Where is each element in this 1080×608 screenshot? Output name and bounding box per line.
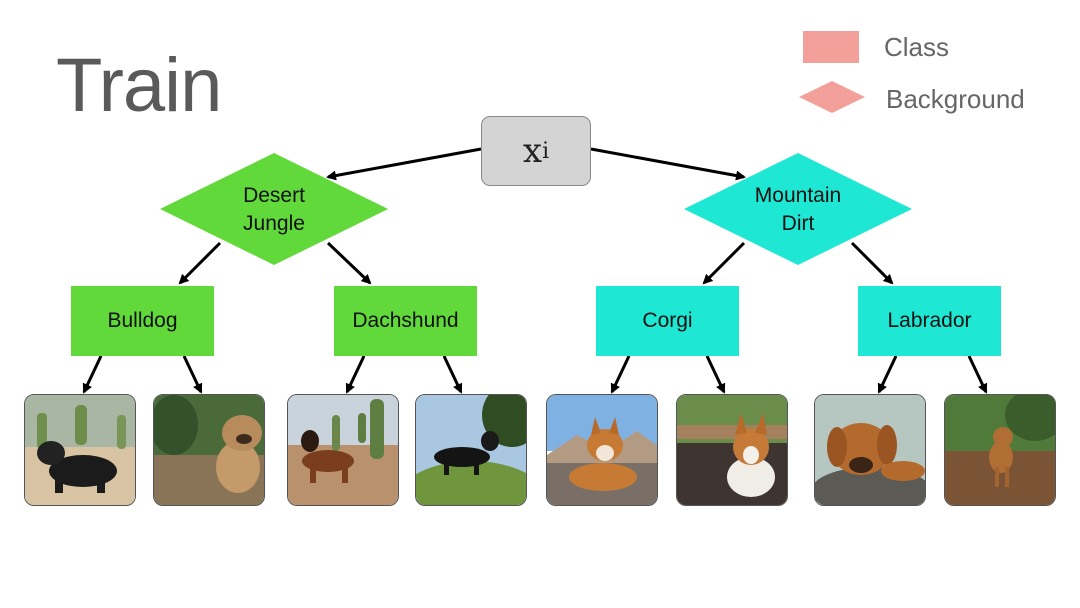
image-dachshund-jungle xyxy=(415,394,527,506)
root-subscript: i xyxy=(542,138,550,164)
image-labrador-mountain xyxy=(814,394,926,506)
arrow-class1-to-image-1 xyxy=(82,355,103,394)
root-variable: x xyxy=(522,131,543,171)
legend-background-label: Background xyxy=(886,84,1025,114)
arrow-class2-to-image-4 xyxy=(442,355,463,394)
image-corgi-mountain xyxy=(546,394,658,506)
legend-background-swatch xyxy=(799,81,865,113)
image-corgi-dirt xyxy=(676,394,788,506)
arrow-root-to-bg-1 xyxy=(326,147,482,181)
arrow-class4-to-image-7 xyxy=(877,355,898,394)
arrow-class3-to-image-5 xyxy=(610,355,631,394)
background-node-2-line-1: Mountain xyxy=(754,184,842,207)
background-node-1-shape xyxy=(160,153,388,265)
class-node-bulldog: Bulldog xyxy=(71,286,214,356)
arrow-bg1-to-class-2 xyxy=(326,241,372,285)
legend-class-swatch xyxy=(803,31,859,63)
class-node-dachshund: Dachshund xyxy=(334,286,477,356)
background-node-2-line-2: Dirt xyxy=(781,212,815,235)
background-node-1-line-2: Jungle xyxy=(243,212,305,235)
image-dachshund-desert xyxy=(287,394,399,506)
arrow-class2-to-image-3 xyxy=(345,355,366,394)
image-labrador-dirt xyxy=(944,394,1056,506)
image-bulldog-desert xyxy=(24,394,136,506)
arrow-class1-to-image-2 xyxy=(182,355,203,394)
arrow-class4-to-image-8 xyxy=(967,355,988,394)
background-node-1-line-1: Desert xyxy=(243,184,305,207)
arrow-root-to-bg-2 xyxy=(590,147,746,181)
page-title: Train xyxy=(56,43,222,128)
background-node-1-label: Desert Jungle xyxy=(214,182,334,238)
class-node-labrador: Labrador xyxy=(858,286,1001,356)
background-node-2-shape xyxy=(684,153,912,265)
arrow-bg2-to-class-4 xyxy=(850,241,894,285)
background-node-2-label: Mountain Dirt xyxy=(738,182,858,238)
arrow-bg2-to-class-3 xyxy=(702,241,746,285)
arrow-class3-to-image-6 xyxy=(705,355,726,394)
class-node-corgi: Corgi xyxy=(596,286,739,356)
image-bulldog-jungle xyxy=(153,394,265,506)
arrow-bg1-to-class-1 xyxy=(178,241,222,285)
legend-class-label: Class xyxy=(884,32,950,62)
